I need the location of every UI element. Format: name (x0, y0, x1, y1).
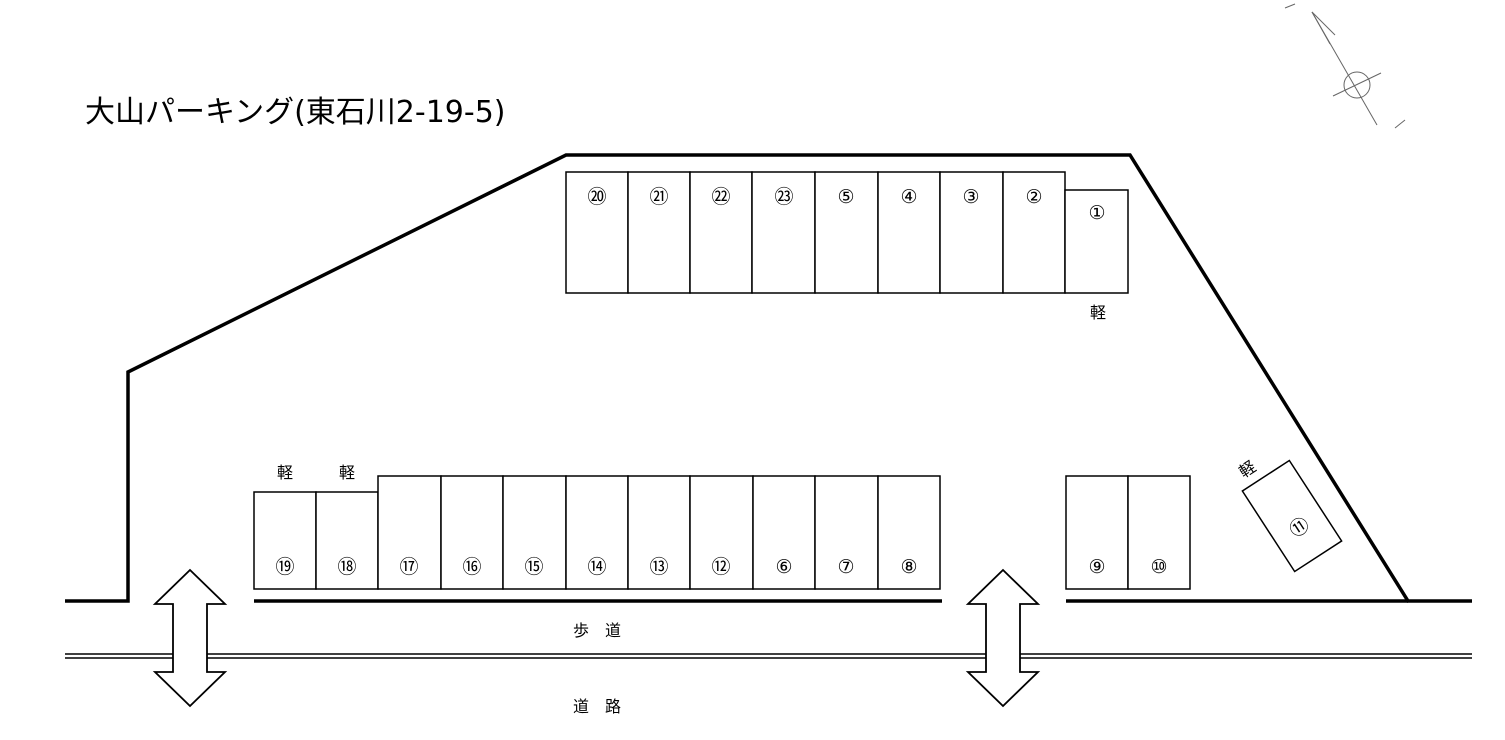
stall-label: ⑮ (524, 556, 543, 578)
stall-label: ⑥ (775, 556, 792, 578)
entrance-arrow-icon (965, 568, 1041, 708)
stall-label: ⑩ (1150, 556, 1167, 578)
road-label: 道 路 (573, 697, 621, 716)
stall-14 (565, 475, 629, 590)
stall-4 (877, 171, 941, 294)
stall-20 (565, 171, 629, 294)
stall-label: ② (1025, 186, 1042, 208)
stall-label: ⑬ (649, 556, 668, 578)
stall-label: ⑯ (462, 556, 481, 578)
stall-12 (689, 475, 754, 590)
kei-label: 軽 (1235, 457, 1259, 482)
stall-label: ⑳ (587, 186, 606, 208)
stall-label: ㉑ (649, 186, 668, 208)
stall-label: ③ (962, 186, 979, 208)
stall-label: ⑦ (837, 556, 854, 578)
stall-15 (502, 475, 567, 590)
road-edge-lines (65, 653, 1472, 659)
stall-6 (752, 475, 816, 590)
sidewalk-label: 歩 道 (573, 621, 621, 640)
stall-label: ④ (900, 186, 917, 208)
stall-label: ⑫ (711, 556, 730, 578)
bottom-row-stalls: ⑲ ⑱ ⑰ ⑯ ⑮ ⑭ ⑬ ⑫ ⑥ ⑦ ⑧ 軽 軽 (253, 463, 941, 590)
stall-1 (1064, 189, 1129, 294)
kei-label: 軽 (339, 463, 355, 482)
angled-stall: ⑪ 軽 (1235, 457, 1343, 573)
stall-label: ⑨ (1088, 556, 1105, 578)
stall-11 (1241, 459, 1343, 573)
stall-label: ⑧ (900, 556, 917, 578)
stall-10 (1127, 475, 1191, 590)
stall-label: ① (1088, 202, 1105, 224)
stall-label: ⑤ (837, 186, 854, 208)
stall-19 (253, 491, 317, 590)
stall-13 (627, 475, 691, 590)
stall-23 (751, 171, 816, 294)
stall-21 (627, 171, 691, 294)
stall-label: ㉓ (774, 186, 793, 208)
entrance-arrow-icon (152, 568, 228, 708)
kei-label: 軽 (1090, 303, 1106, 322)
compass-icon (1284, 3, 1406, 129)
right-pair-stalls: ⑨ ⑩ (1065, 475, 1191, 590)
page-title: 大山パーキング(東石川2-19-5) (85, 95, 506, 130)
stall-8 (877, 475, 941, 590)
stall-label: ⑲ (275, 556, 294, 578)
stall-7 (814, 475, 879, 590)
stall-9 (1065, 475, 1129, 590)
stall-2 (1002, 171, 1066, 294)
top-row-stalls: ⑳ ㉑ ㉒ ㉓ ⑤ ④ ③ ② ① 軽 (565, 171, 1129, 322)
stall-label: ㉒ (711, 186, 730, 208)
stall-label: ⑭ (587, 556, 606, 578)
stall-label: ⑱ (337, 556, 356, 578)
stall-17 (377, 475, 442, 590)
stall-5 (814, 171, 879, 294)
kei-label: 軽 (277, 463, 293, 482)
stall-label: ⑰ (399, 556, 418, 578)
